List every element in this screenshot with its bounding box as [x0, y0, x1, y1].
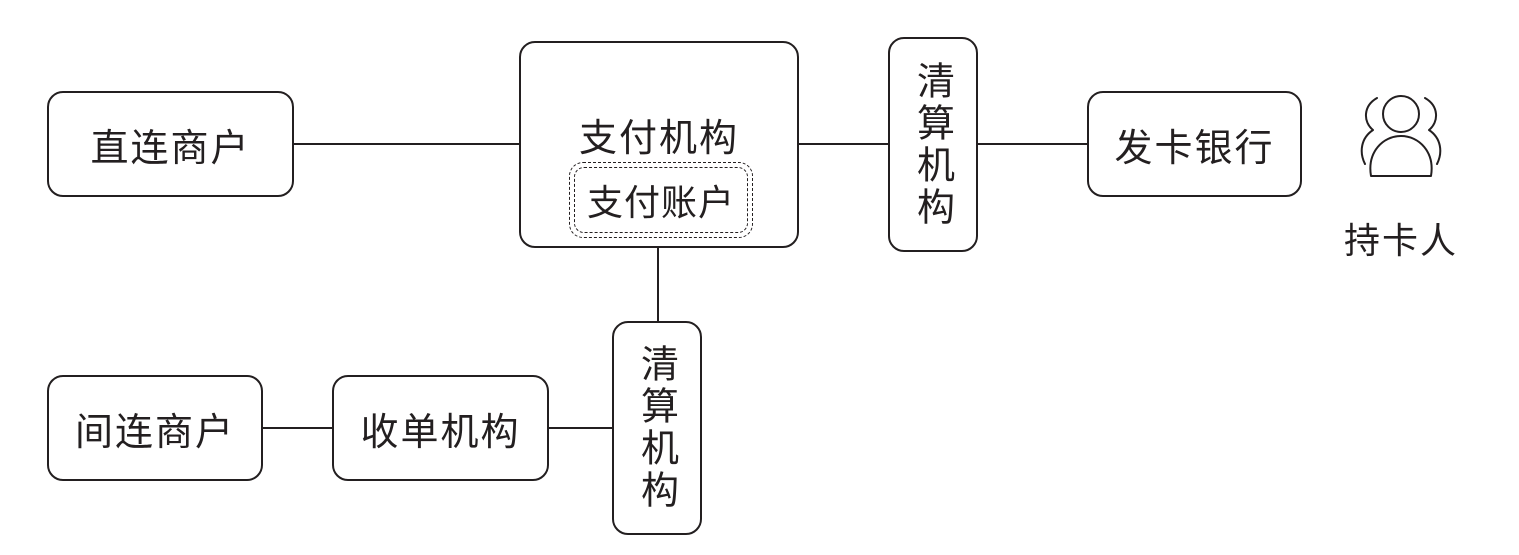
indirect-merchant-node: 间连商户 [47, 375, 263, 481]
cardholder-node: 持卡人 [1340, 90, 1462, 262]
connector-direct-to-payment [293, 143, 521, 145]
connector-payment-to-clearing-top [798, 143, 890, 145]
clearing-institution-bottom-label: 清算机构 [634, 344, 679, 512]
issuing-bank-label: 发卡银行 [1114, 125, 1275, 170]
connector-acquirer-to-clearing-bottom [548, 427, 613, 429]
connector-indirect-to-acquirer [262, 427, 333, 429]
cardholder-label: 持卡人 [1343, 221, 1458, 262]
person-icon [1360, 95, 1442, 177]
payment-institution-node: 支付机构 支付账户 [519, 41, 799, 248]
connector-clearing-top-to-bank [977, 143, 1088, 145]
payment-account-inner: 支付账户 [574, 167, 748, 233]
direct-merchant-label: 直连商户 [90, 125, 251, 170]
clearing-institution-top-label: 清算机构 [910, 60, 955, 229]
payment-institution-label: 支付机构 [578, 116, 739, 160]
indirect-merchant-label: 间连商户 [74, 409, 235, 454]
acquirer-label: 收单机构 [360, 409, 521, 454]
acquirer-node: 收单机构 [332, 375, 549, 481]
clearing-institution-top-node: 清算机构 [888, 37, 978, 252]
issuing-bank-node: 发卡银行 [1087, 91, 1302, 197]
direct-merchant-node: 直连商户 [47, 91, 294, 197]
connector-payment-to-clearing-bottom [657, 247, 659, 322]
payment-account-label: 支付账户 [586, 183, 735, 224]
payment-account-node: 支付账户 [569, 162, 753, 238]
clearing-institution-bottom-node: 清算机构 [612, 321, 702, 535]
